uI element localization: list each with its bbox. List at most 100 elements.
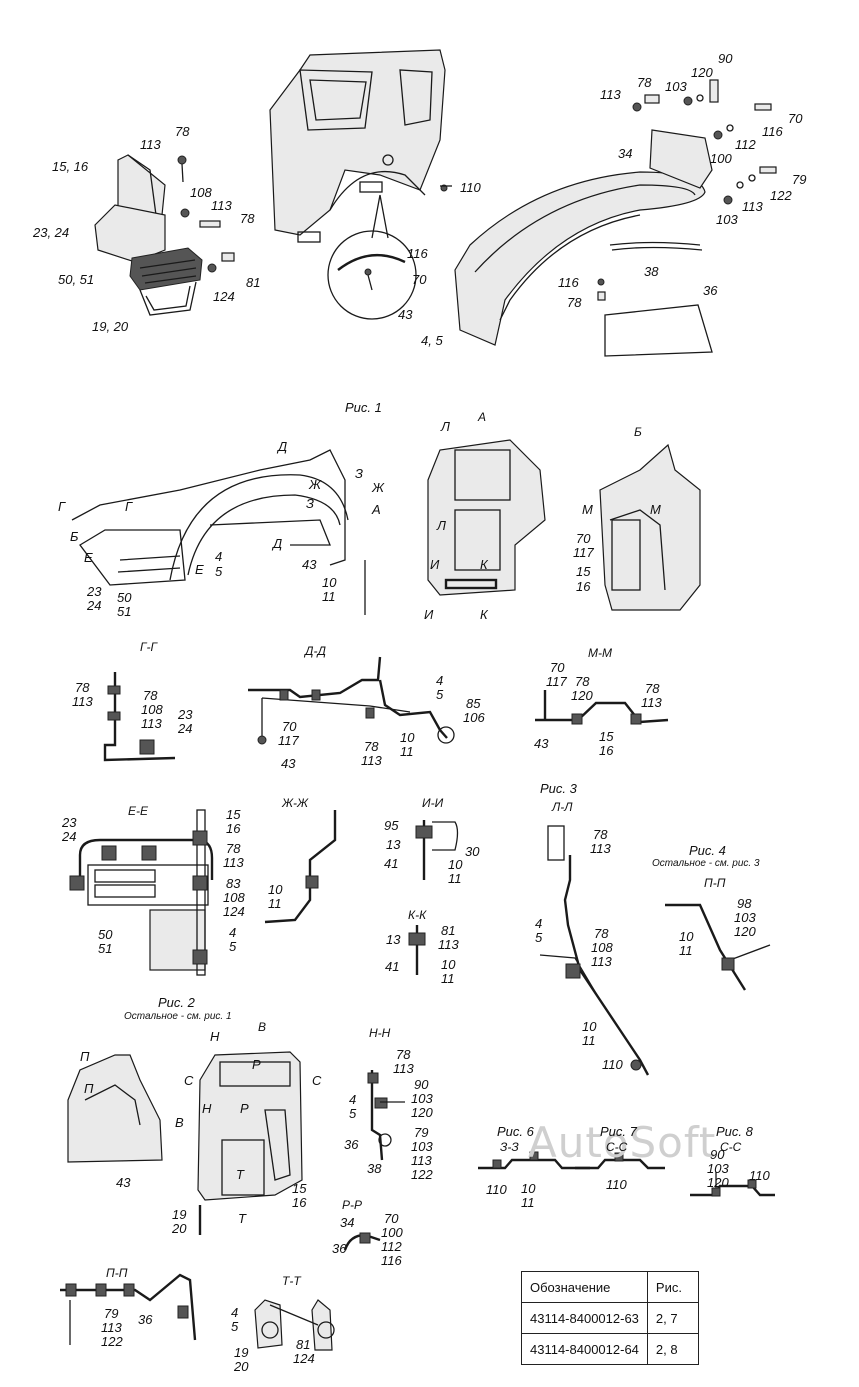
callout-label: 78 bbox=[593, 827, 608, 842]
callout-label: 11 bbox=[521, 1195, 535, 1210]
callout-label: 70 bbox=[788, 111, 803, 126]
callout-label: 15, 16 bbox=[52, 159, 89, 174]
callout-label: 15 bbox=[576, 564, 591, 579]
callout-label: 113 bbox=[438, 937, 459, 952]
section-marker: И bbox=[424, 607, 434, 622]
callout-label: 106 bbox=[463, 710, 485, 725]
callout-label: 19 bbox=[234, 1345, 249, 1360]
callout-label: 4 bbox=[436, 673, 444, 688]
callout-label: 108 bbox=[591, 940, 613, 955]
callout-label: 103 bbox=[716, 212, 738, 227]
callout-label: 113 bbox=[223, 855, 244, 870]
callout-label: 13 bbox=[386, 932, 401, 947]
figure-caption: Рис. 8 bbox=[716, 1124, 753, 1139]
section-ll bbox=[539, 825, 650, 1076]
callout-label: 23, 24 bbox=[33, 225, 70, 240]
callout-label: 4 bbox=[349, 1092, 357, 1107]
sections-fig678 bbox=[478, 1151, 775, 1197]
callout-label: 103 bbox=[707, 1161, 729, 1176]
callout-label: 4 bbox=[215, 549, 223, 564]
callout-label: 34 bbox=[618, 146, 633, 161]
section-title: Т-Т bbox=[282, 1274, 301, 1288]
section-ii bbox=[415, 820, 459, 880]
callout-label: 78 bbox=[637, 75, 652, 90]
callout-label: 112 bbox=[381, 1239, 402, 1254]
callout-label: 36 bbox=[344, 1137, 359, 1152]
callout-label: 70 bbox=[576, 531, 591, 546]
callout-label: 36 bbox=[703, 283, 718, 298]
callout-label: 23 bbox=[62, 815, 77, 830]
section-marker: М bbox=[582, 502, 593, 517]
callout-label: 108 bbox=[223, 890, 245, 905]
section-zhzh bbox=[264, 810, 337, 924]
callout-label: 43 bbox=[534, 736, 549, 751]
figure-note: Остальное - см. рис. 3 bbox=[652, 858, 760, 869]
callout-label: 5 bbox=[436, 687, 444, 702]
callout-label: 78 bbox=[645, 681, 660, 696]
table-row: 43114-8400012-63 2, 7 bbox=[521, 1302, 699, 1334]
callout-label: 10 bbox=[268, 882, 283, 897]
callout-label: 83 bbox=[226, 876, 241, 891]
callout-label: 15 bbox=[226, 807, 241, 822]
watermark: AutoSoft bbox=[528, 1118, 717, 1167]
section-title: Н-Н bbox=[369, 1026, 391, 1040]
callout-label: 122 bbox=[411, 1167, 433, 1182]
callout-label: 113 bbox=[641, 695, 662, 710]
callout-label: 113 bbox=[590, 841, 611, 856]
callout-label: 113 bbox=[140, 137, 161, 152]
callout-label: 20 bbox=[172, 1221, 187, 1236]
column-header: Рис. bbox=[646, 1271, 699, 1303]
callout-label: 78 bbox=[175, 124, 190, 139]
callout-label: 15 bbox=[292, 1181, 307, 1196]
table-cell: 2, 7 bbox=[646, 1302, 699, 1334]
callout-label: 51 bbox=[117, 604, 132, 619]
callout-label: 78 bbox=[240, 211, 255, 226]
callout-label: 113 bbox=[141, 716, 162, 731]
callout-label: 70 bbox=[282, 719, 297, 734]
callout-label: 5 bbox=[231, 1319, 239, 1334]
callout-label: 4 bbox=[231, 1305, 239, 1320]
callout-label: 100 bbox=[381, 1225, 403, 1240]
figure-caption: Рис. 1 bbox=[345, 400, 382, 415]
section-marker: А bbox=[372, 502, 381, 517]
section-marker: Ж bbox=[372, 480, 384, 495]
callout-label: 11 bbox=[268, 896, 282, 911]
section-title: Ж-Ж bbox=[282, 796, 309, 810]
callout-label: 50 bbox=[117, 590, 132, 605]
callout-label: 110 bbox=[749, 1168, 770, 1183]
callout-label: 110 bbox=[606, 1177, 627, 1192]
callout-label: 4, 5 bbox=[421, 333, 443, 348]
callout-label: 34 bbox=[340, 1215, 355, 1230]
callout-label: 30 bbox=[465, 844, 480, 859]
table-cell: 2, 8 bbox=[646, 1333, 699, 1365]
section-marker: Н bbox=[202, 1101, 212, 1116]
callout-label: 81 bbox=[441, 923, 456, 938]
callout-label: 110 bbox=[486, 1182, 507, 1197]
callout-label: 41 bbox=[385, 959, 400, 974]
section-marker: Л bbox=[437, 518, 446, 533]
figure-caption: Рис. 4 bbox=[689, 843, 726, 858]
section-marker: Н bbox=[210, 1029, 220, 1044]
callout-label: 79 bbox=[414, 1125, 429, 1140]
callout-label: 41 bbox=[384, 856, 399, 871]
callout-label: 10 bbox=[400, 730, 415, 745]
callout-label: 10 bbox=[448, 857, 463, 872]
section-title: Р-Р bbox=[342, 1198, 363, 1212]
callout-label: 50, 51 bbox=[58, 272, 95, 287]
callout-label: 36 bbox=[332, 1241, 347, 1256]
callout-label: 108 bbox=[141, 702, 163, 717]
figure-caption: Рис. 3 bbox=[540, 781, 577, 796]
callout-label: 78 bbox=[567, 295, 582, 310]
callout-label: 70 bbox=[412, 272, 427, 287]
callout-label: 13 bbox=[386, 837, 401, 852]
callout-label: 113 bbox=[742, 199, 763, 214]
callout-label: 16 bbox=[599, 743, 614, 758]
callout-label: 50 bbox=[98, 927, 113, 942]
callout-label: 81 bbox=[246, 275, 261, 290]
callout-label: 20 bbox=[234, 1359, 249, 1374]
callout-label: 81 bbox=[296, 1337, 311, 1352]
callout-label: 78 bbox=[226, 841, 241, 856]
callout-label: 116 bbox=[381, 1253, 402, 1268]
callout-label: 38 bbox=[367, 1161, 382, 1176]
figure-note: Остальное - см. рис. 1 bbox=[124, 1011, 232, 1022]
